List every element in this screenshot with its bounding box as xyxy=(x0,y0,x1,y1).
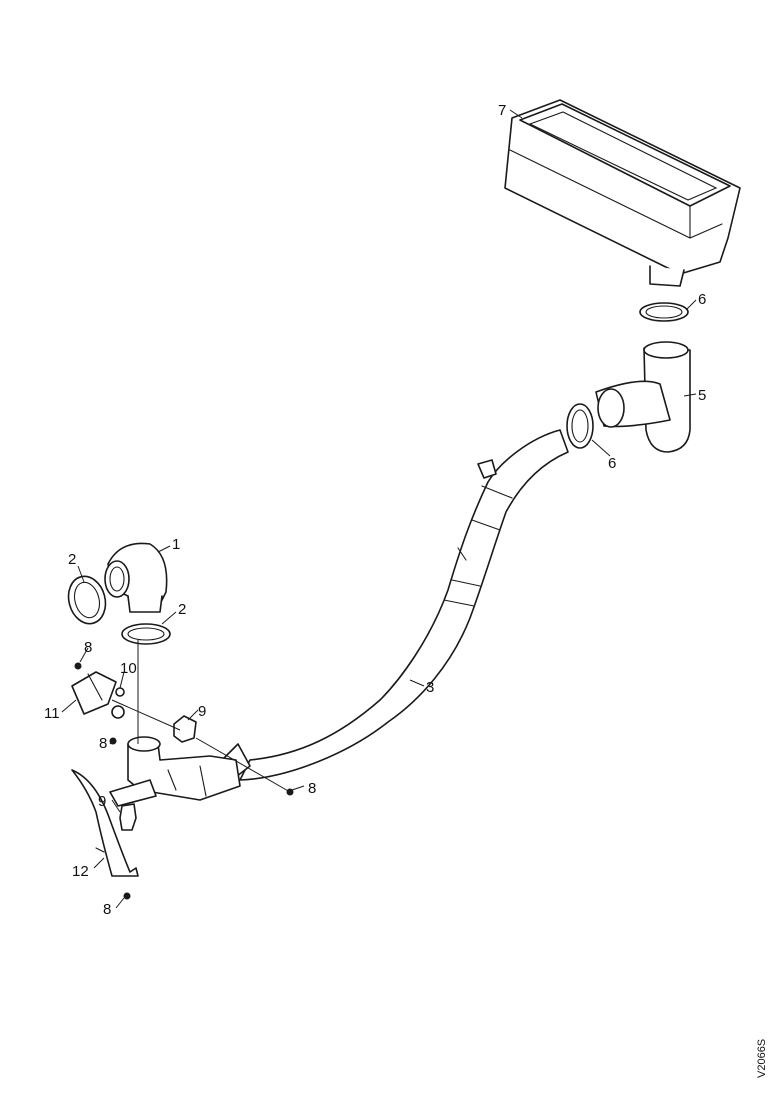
callout-1: 1 xyxy=(172,536,180,553)
callout-6-muffler: 6 xyxy=(698,291,706,308)
part-3-exhaust-pipe xyxy=(239,429,569,781)
part-8-clamp-upper xyxy=(639,302,689,322)
leader-lines xyxy=(61,109,697,909)
callout-7: 7 xyxy=(498,102,506,119)
callout-11: 11 xyxy=(44,705,60,722)
part-11-bracket xyxy=(71,671,117,715)
callout-8-bottom: 8 xyxy=(103,901,111,918)
callout-9-upper: 9 xyxy=(198,703,206,720)
callout-3: 3 xyxy=(426,679,434,696)
callout-12: 12 xyxy=(72,863,89,880)
part-8-nut-bottom xyxy=(123,892,131,900)
callout-2-left: 2 xyxy=(68,551,76,568)
callout-6-elbow: 6 xyxy=(608,455,616,472)
front-pipe-section xyxy=(109,736,241,807)
part-8-nut-top xyxy=(74,662,82,670)
part-7-muffler xyxy=(504,99,741,287)
part-9-mount-upper xyxy=(173,715,197,743)
assembly-line-pipe xyxy=(195,737,291,793)
part-2-clamp-left xyxy=(67,575,107,625)
reference-code: V2066S xyxy=(756,1039,768,1078)
callout-8-pipe: 8 xyxy=(308,780,316,797)
callout-8-mid: 8 xyxy=(99,735,107,752)
part-9-mount-lower xyxy=(119,803,137,831)
part-2-clamp-right xyxy=(121,623,171,645)
part-6-clamp xyxy=(566,403,594,449)
callout-8-top: 8 xyxy=(84,639,92,656)
callout-10: 10 xyxy=(120,660,137,677)
part-1-elbow xyxy=(104,542,168,613)
assembly-line-bracket xyxy=(111,699,181,731)
callout-9-lower: 9 xyxy=(98,793,106,810)
callout-5: 5 xyxy=(698,387,706,404)
part-12-hanger xyxy=(71,769,139,877)
callout-2-right: 2 xyxy=(178,601,186,618)
part-5-elbow-pipe xyxy=(595,341,691,453)
